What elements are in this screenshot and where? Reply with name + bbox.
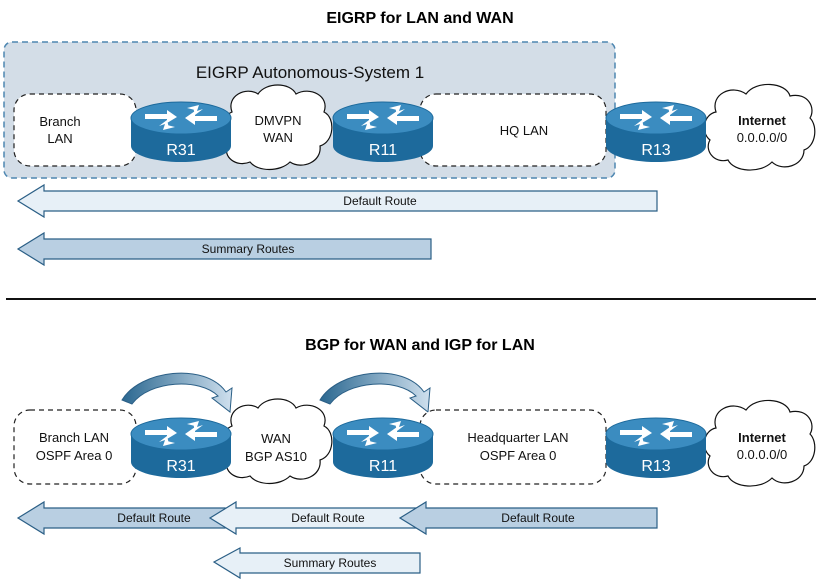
top-summary-routes-label: Summary Routes xyxy=(202,242,295,256)
top-router-r11: R11 xyxy=(332,101,434,163)
bottom-wan-label-2: BGP AS10 xyxy=(245,449,307,464)
top-summary-routes-arrow xyxy=(16,231,432,267)
curved-arrow-r11 xyxy=(319,372,431,413)
top-branch-label-2: LAN xyxy=(47,131,72,146)
top-wan-label-2: WAN xyxy=(263,130,293,145)
bottom-summary-routes-arrow xyxy=(212,546,421,580)
bottom-default-route-arrow-3 xyxy=(398,500,658,536)
bottom-branch-lan xyxy=(13,409,137,485)
top-router-r13: R13 xyxy=(605,101,707,163)
top-r13-label: R13 xyxy=(641,142,670,159)
bottom-branch-label-2: OSPF Area 0 xyxy=(36,448,113,463)
bottom-router-r11: R11 xyxy=(332,417,434,479)
bottom-r11-label: R11 xyxy=(369,458,397,475)
top-internet-title: Internet xyxy=(738,113,786,128)
bottom-default-route-label-3: Default Route xyxy=(501,511,575,525)
bottom-title: BGP for WAN and IGP for LAN xyxy=(305,337,535,354)
top-dmvpn-cloud xyxy=(219,84,333,171)
curved-arrow-r31 xyxy=(121,372,233,413)
bottom-r13-label: R13 xyxy=(641,458,670,475)
bottom-wan-label-1: WAN xyxy=(261,431,291,446)
bottom-default-route-label-1: Default Route xyxy=(117,511,191,525)
bottom-r31-label: R31 xyxy=(166,458,195,475)
top-title: EIGRP for LAN and WAN xyxy=(326,10,513,27)
bottom-hq-lan xyxy=(419,409,607,485)
bottom-hq-label-2: OSPF Area 0 xyxy=(480,448,557,463)
top-hq-label: HQ LAN xyxy=(500,123,548,138)
top-branch-label-1: Branch xyxy=(39,114,80,129)
bottom-internet-cloud xyxy=(703,399,816,487)
top-router-r31: R31 xyxy=(130,101,232,163)
bottom-branch-label-1: Branch LAN xyxy=(39,430,109,445)
top-default-route-arrow xyxy=(16,183,658,219)
top-wan-label-1: DMVPN xyxy=(255,113,302,128)
top-default-route-label: Default Route xyxy=(343,194,417,208)
bottom-internet-net: 0.0.0.0/0 xyxy=(737,447,788,462)
bottom-summary-routes-label: Summary Routes xyxy=(284,556,377,570)
bottom-router-r31: R31 xyxy=(130,417,232,479)
bottom-hq-label-1: Headquarter LAN xyxy=(467,430,568,445)
bottom-default-route-label-2: Default Route xyxy=(291,511,365,525)
as-label: EIGRP Autonomous-System 1 xyxy=(196,63,424,82)
top-internet-cloud xyxy=(703,83,816,171)
bottom-internet-title: Internet xyxy=(738,430,786,445)
top-r31-label: R31 xyxy=(166,142,195,159)
top-r11-label: R11 xyxy=(369,142,397,159)
top-branch-lan xyxy=(13,93,137,167)
bottom-router-r13: R13 xyxy=(605,417,707,479)
bottom-wan-cloud xyxy=(219,398,333,485)
top-internet-net: 0.0.0.0/0 xyxy=(737,130,788,145)
